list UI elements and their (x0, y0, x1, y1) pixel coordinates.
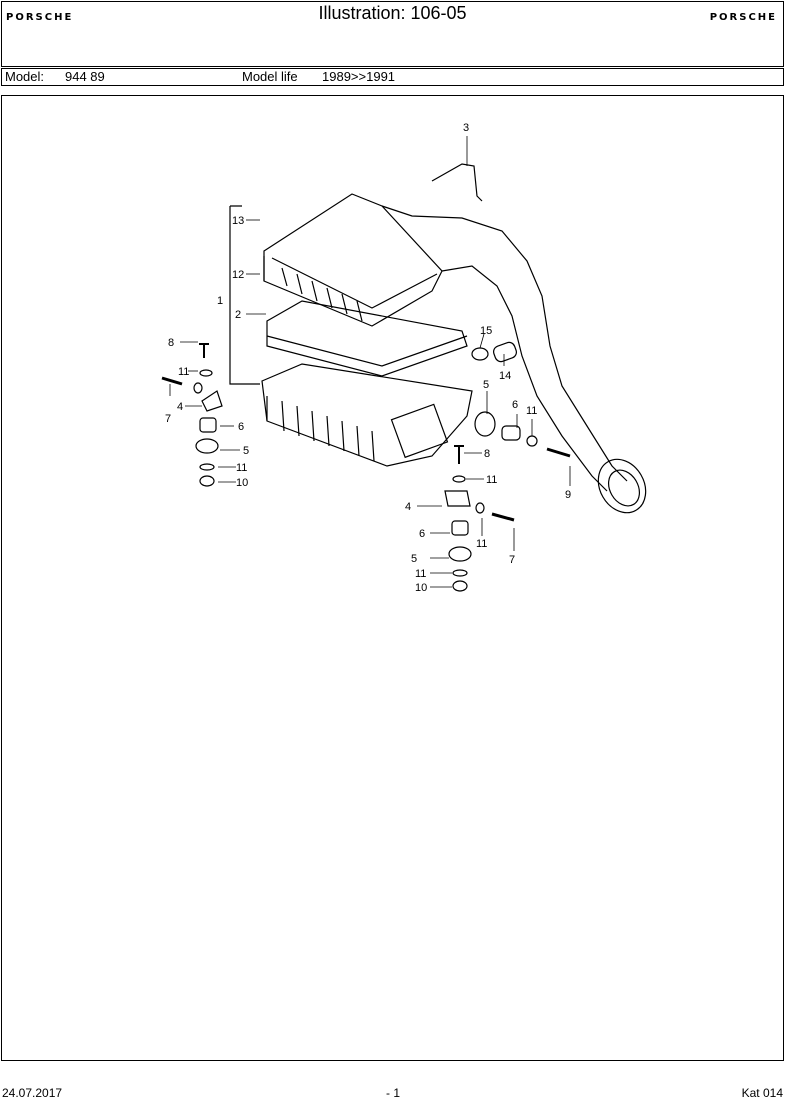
washer-11-center-b (475, 502, 485, 514)
callout-7-center: 7 (509, 554, 515, 566)
callout-6-right: 6 (512, 399, 518, 411)
callout-labels: 3 13 12 1 2 15 14 8 11 7 4 6 5 11 10 5 6… (165, 122, 571, 594)
bolt-9 (546, 447, 571, 458)
callout-9: 9 (565, 489, 571, 501)
model-bar: Model: 944 89 Model life 1989>>1991 (1, 68, 784, 86)
mount-5-center (448, 546, 472, 562)
callout-4-center: 4 (405, 501, 411, 513)
mount-5-right (474, 411, 496, 437)
sleeve-14 (493, 341, 517, 363)
nut-10-center (452, 580, 468, 592)
filter-element-edge (266, 335, 468, 367)
leader-group-1 (229, 205, 260, 385)
illustration-frame: 3 13 12 1 2 15 14 8 11 7 4 6 5 11 10 5 6… (1, 95, 784, 1061)
callout-15: 15 (480, 325, 492, 337)
washer-11-center (452, 475, 466, 483)
callout-8-left: 8 (168, 337, 174, 349)
intake-hose-outline-top (381, 205, 628, 482)
filter-element (266, 300, 468, 377)
callout-11-left: 11 (178, 366, 189, 378)
intake-hose-outline-bottom (441, 265, 608, 492)
callout-6-left: 6 (238, 421, 244, 433)
page-title: Illustration: 106-05 (318, 3, 467, 23)
bracket-4-center (444, 490, 471, 507)
footer-catalog: Kat 014 (741, 1086, 783, 1100)
bolt-7-center (491, 512, 515, 522)
callout-5-left: 5 (243, 445, 249, 457)
hose-flange-inner (607, 469, 641, 507)
callout-11-left-c: 11 (236, 462, 247, 474)
model-life-label: Model life (242, 69, 298, 84)
clamp-15 (471, 347, 489, 361)
washer-11-right (526, 435, 538, 447)
leader-lines (169, 136, 571, 588)
callout-14: 14 (499, 370, 511, 382)
callout-5-center: 5 (411, 553, 417, 565)
bracket-3 (431, 163, 483, 202)
porsche-logo-right: PORSCHE (709, 12, 777, 23)
washer-11-center-c (452, 569, 468, 577)
callout-6-center: 6 (419, 528, 425, 540)
nut-10-left (199, 475, 215, 487)
bush-6-left (199, 417, 217, 433)
callout-11-center-b: 11 (476, 538, 487, 550)
callout-3: 3 (463, 122, 469, 134)
page-header: PORSCHE Illustration: 106-05 PORSCHE (1, 1, 784, 67)
callout-11-center: 11 (486, 474, 497, 486)
parts-diagram: 3 13 12 1 2 15 14 8 11 7 4 6 5 11 10 5 6… (161, 122, 647, 594)
footer-page: - 1 (386, 1086, 401, 1100)
upper-housing-ribs (263, 256, 438, 309)
mount-5-left (195, 438, 219, 454)
porsche-logo-left: PORSCHE (6, 12, 74, 23)
housing-port (390, 403, 449, 459)
upper-housing-fins (281, 267, 363, 322)
bolt-8-left (199, 343, 209, 358)
callout-4-left: 4 (177, 401, 183, 413)
hose-flange (597, 458, 647, 514)
model-label: Model: (5, 69, 45, 84)
washer-11-left-c (199, 463, 215, 471)
bolt-7-left (161, 376, 183, 386)
washer-11-left-b (193, 382, 203, 394)
callout-10-center: 10 (415, 582, 427, 594)
footer-date: 24.07.2017 (2, 1086, 63, 1100)
model-value: 944 89 (65, 69, 105, 84)
bush-6-center (451, 520, 469, 536)
model-life-value: 1989>>1991 (322, 69, 396, 84)
callout-11-center-c: 11 (415, 568, 426, 580)
washer-11-left (199, 369, 213, 377)
callout-7-left: 7 (165, 413, 171, 425)
callout-1: 1 (217, 295, 223, 307)
lower-housing-fins (266, 396, 375, 462)
bolt-8-center (454, 445, 464, 464)
upper-housing (263, 193, 443, 327)
callout-11-right: 11 (526, 405, 537, 417)
callout-10-left: 10 (236, 477, 248, 489)
bracket-4-left (201, 390, 223, 412)
callout-5-right: 5 (483, 379, 489, 391)
callout-13: 13 (232, 215, 244, 227)
lower-housing (261, 363, 473, 467)
callout-8-center: 8 (484, 448, 490, 460)
bush-6-right (501, 425, 521, 441)
callout-2: 2 (235, 309, 241, 321)
callout-12: 12 (232, 269, 244, 281)
